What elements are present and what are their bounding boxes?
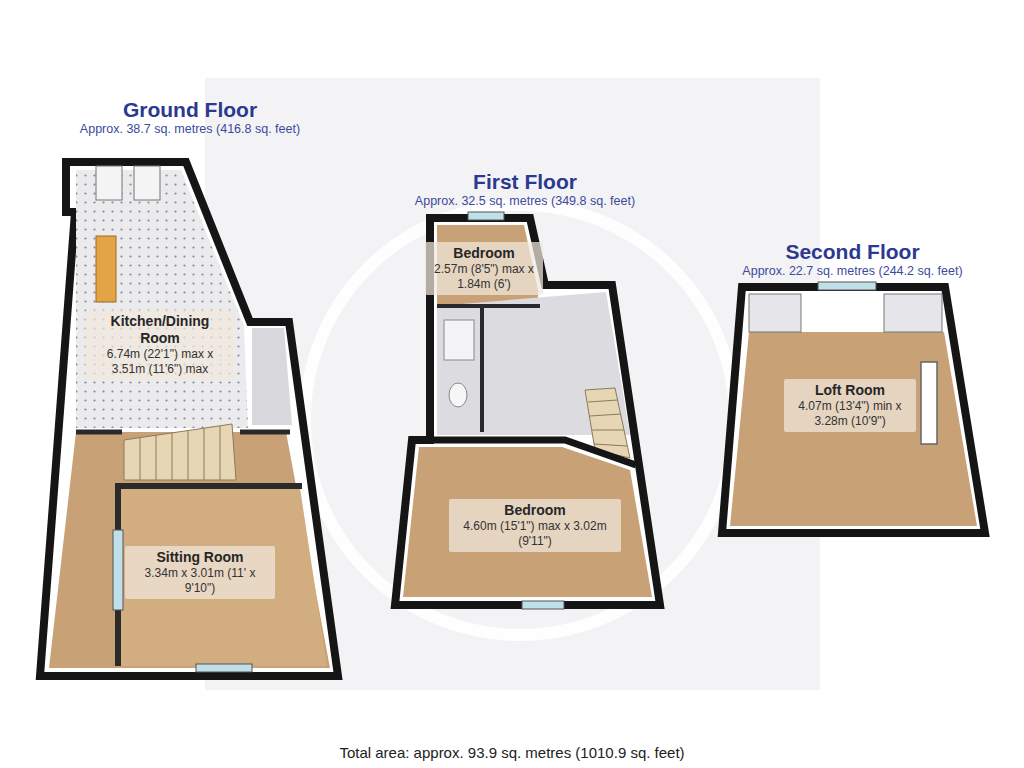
eaves-cupboard [749,294,801,332]
stair-step [588,400,618,402]
room-dimensions: 4.07m (13'4") min x 3.28m (10'9") [788,399,912,429]
first-floor-walls [395,218,660,605]
sitting-room-wall [118,486,302,666]
room-label: Kitchen/Dining Room6.74m (22'1") max x 3… [85,310,235,380]
stair-step [204,428,205,480]
kitchen-floor [76,170,248,428]
ground-floor-walls [40,162,338,676]
floor-heading: Ground Floor [30,98,350,122]
door [96,166,122,200]
stair-step [188,431,189,480]
door [134,166,160,200]
bath [444,320,474,360]
room-dimensions: 4.60m (15'1") max x 3.02m (9'11") [453,519,617,549]
floor-plan: Ground FloorApprox. 38.7 sq. metres (416… [30,98,350,680]
stair-step [156,435,157,480]
inner-wall [437,304,540,308]
room-label: Bedroom4.60m (15'1") max x 3.02m (9'11") [449,499,621,552]
floor-heading: First Floor [385,170,665,194]
total-area-caption: Total area: approx. 93.9 sq. metres (101… [0,744,1024,761]
loft-floor [730,332,977,526]
inner-wall [240,430,290,435]
window [468,212,504,220]
floor-area: Approx. 32.5 sq. metres (349.8 sq. feet) [385,194,665,209]
room-dimensions: 3.34m x 3.01m (11' x 9'10") [129,566,271,596]
window [818,282,876,290]
floor-plan: Second FloorApprox. 22.7 sq. metres (244… [715,240,990,540]
watermark-ring [305,205,735,635]
cupboard [252,328,292,425]
inner-wall [412,440,636,465]
window [522,601,564,609]
stair-step [140,438,141,480]
stair-step [592,430,624,431]
window [113,530,123,610]
room-name: Sitting Room [129,549,271,566]
bedroom-floor [403,447,652,597]
floor-area: Approx. 38.7 sq. metres (416.8 sq. feet) [30,122,350,137]
stair-step [594,444,627,446]
kitchen-counter [96,236,116,302]
floor-plan: First FloorApprox. 32.5 sq. metres (349.… [385,170,665,610]
inner-wall [76,430,122,435]
room-name: Kitchen/Dining Room [89,313,231,347]
room-dimensions: 2.57m (8'5") max x 1.84m (6') [429,262,539,292]
floor-heading: Second Floor [715,240,990,264]
stair-step [172,433,173,480]
stair-step [590,414,621,416]
stair-block [124,424,236,480]
room-dimensions: 6.74m (22'1") max x 3.51m (11'6") max [89,347,231,377]
room-name: Bedroom [453,502,617,519]
banister [921,362,937,444]
floor-area: Approx. 22.7 sq. metres (244.2 sq. feet) [715,264,990,279]
room-name: Loft Room [788,382,912,399]
sitting-room-floor [118,488,327,666]
room-label: Bedroom2.57m (8'5") max x 1.84m (6') [425,242,543,295]
stair-step [220,426,221,480]
second-floor-walls [722,287,985,533]
toilet [449,383,467,407]
eaves-cupboard [884,294,942,332]
inner-wall [480,306,484,432]
staircase [124,424,236,480]
room-name: Bedroom [429,245,539,262]
window [196,664,252,672]
room-label: Loft Room4.07m (13'4") min x 3.28m (10'9… [784,379,916,432]
room-label: Sitting Room3.34m x 3.01m (11' x 9'10") [125,546,275,599]
